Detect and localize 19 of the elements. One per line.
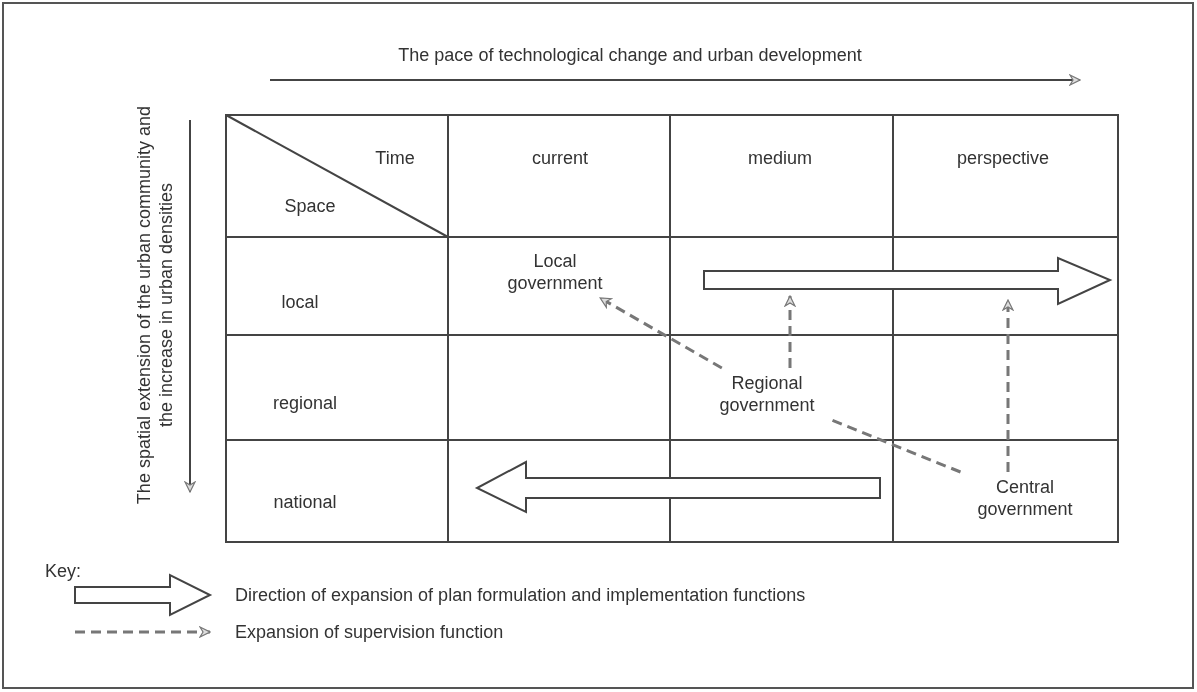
header-label: medium	[748, 147, 812, 169]
header-label: Time	[375, 147, 415, 169]
header-label: regional	[273, 392, 337, 414]
legend-label: Expansion of supervision function	[235, 621, 504, 643]
header-label: Space	[284, 195, 336, 217]
dashed-arrow	[599, 296, 723, 370]
header-label: current	[532, 147, 588, 169]
node-label: Central government	[960, 476, 1090, 520]
axis-label: The pace of technological change and urban development	[398, 44, 862, 66]
node-label: Regional government	[692, 372, 842, 416]
dashed-arrow	[1002, 299, 1014, 472]
axis-label: The spatial extension of the urban community and the increase in urban densities	[133, 104, 177, 507]
legend-label: Direction of expansion of plan formulation and implementation functions	[235, 584, 806, 606]
header-label: national	[273, 491, 337, 513]
node-label: Local government	[485, 250, 625, 294]
key-heading: Key:	[45, 560, 82, 582]
header-label: local	[281, 291, 319, 313]
header-label: perspective	[956, 147, 1050, 169]
dashed-arrow	[784, 295, 796, 368]
